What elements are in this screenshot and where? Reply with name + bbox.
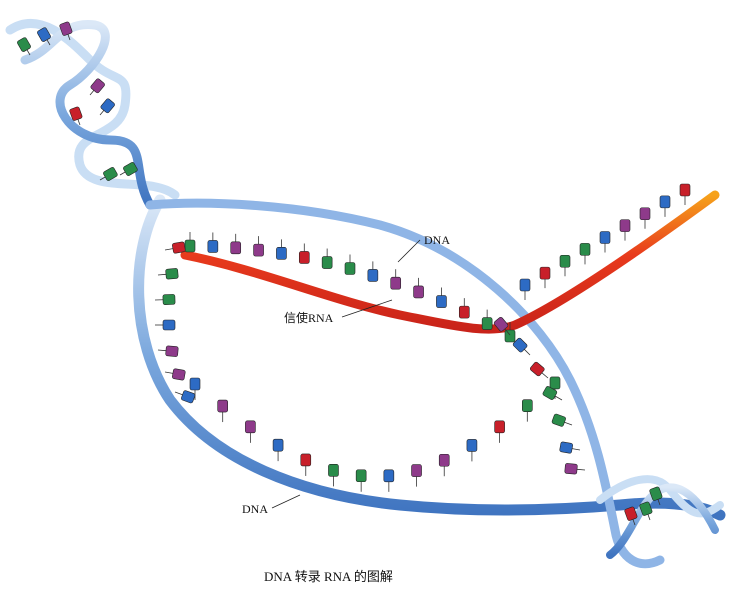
nucleotide-base (99, 98, 115, 116)
leader-line-dna-top (397, 239, 421, 263)
dna-template-strand (133, 194, 726, 521)
dna-coding-strand (145, 198, 665, 569)
nucleotide-base (639, 207, 651, 229)
nucleotide-base (344, 254, 356, 275)
nucleotide-base (559, 441, 581, 454)
nucleotide-base (253, 236, 264, 257)
nucleotide-base (155, 319, 176, 331)
nucleotide-base (164, 368, 186, 381)
nucleotide-base (542, 386, 563, 401)
nucleotide-base (390, 269, 402, 290)
nucleotide-base (17, 37, 31, 56)
nucleotide-base (559, 254, 571, 277)
nucleotide-base (157, 268, 179, 280)
nucleotide-base (355, 469, 367, 492)
mrna-strand (180, 190, 720, 334)
nucleotide-base (99, 167, 118, 181)
label-dna-bottom: DNA (242, 502, 268, 516)
helix-left-strand-front (20, 20, 155, 210)
helix-right-strand-front (606, 483, 719, 559)
helix-right-base-pairs (624, 486, 663, 526)
leader-line-mrna (341, 299, 393, 318)
nucleotide-base (599, 231, 611, 253)
nucleotide-base (539, 266, 551, 289)
nucleotide-base (481, 309, 493, 330)
nucleotide-base (551, 413, 573, 427)
nucleotide-base (367, 261, 379, 282)
nucleotide-base (579, 243, 591, 265)
nucleotide-base (272, 438, 284, 462)
nucleotide-base (89, 78, 105, 96)
nucleotide-base (383, 469, 395, 492)
nucleotide-base (230, 233, 242, 255)
nucleotide-base (436, 287, 447, 308)
nucleotide-base (217, 399, 228, 423)
nucleotide-base (624, 506, 638, 526)
nucleotide-base (504, 322, 516, 343)
nucleotide-base (300, 453, 312, 476)
nucleotide-base (564, 463, 586, 475)
nucleotide-base (411, 464, 422, 487)
nucleotide-base (184, 232, 196, 253)
nucleotide-base (207, 232, 219, 253)
nucleotide-base (37, 27, 51, 46)
nucleotide-base (458, 298, 470, 319)
nucleotide-base (413, 277, 424, 299)
nucleotide-base (494, 420, 505, 443)
nucleotide-base (298, 243, 310, 264)
nucleotide-base (466, 439, 478, 462)
leader-line-dna-bottom (271, 494, 301, 509)
nucleotide-base (529, 361, 549, 379)
helix-left-base-pairs (17, 21, 138, 181)
nucleotide-base (174, 390, 196, 404)
nucleotide-base (649, 486, 663, 506)
template-right-bases (493, 316, 586, 475)
nucleotide-base (328, 464, 339, 487)
nucleotide-base (164, 241, 186, 254)
label-dna-top: DNA (424, 233, 450, 247)
nucleotide-base (276, 239, 287, 260)
label-mrna: 信使RNA (284, 310, 334, 325)
nucleotide-base (679, 183, 691, 205)
nucleotide-base (189, 377, 201, 400)
nucleotide-base (69, 106, 83, 126)
nucleotide-base (119, 162, 138, 176)
nucleotide-base (438, 453, 450, 477)
nucleotide-base (639, 501, 653, 521)
coding-strand-bases (184, 232, 516, 343)
template-left-bases (154, 241, 196, 404)
mrna-tail-bases (519, 183, 691, 300)
nucleotide-base (619, 219, 631, 241)
nucleotide-base (512, 337, 531, 356)
helix-left-strand-back (5, 19, 180, 200)
nucleotide-base (321, 248, 333, 269)
nucleotide-base (519, 278, 531, 300)
template-bottom-bases (189, 376, 561, 492)
nucleotide-base (154, 294, 176, 305)
nucleotide-base (157, 345, 179, 357)
nucleotide-base (245, 420, 256, 443)
figure-caption: DNA 转录 RNA 的图解 (264, 569, 393, 584)
nucleotide-base (522, 399, 533, 422)
nucleotide-base (659, 195, 671, 217)
nucleotide-base (493, 316, 511, 336)
nucleotide-base (59, 21, 73, 41)
